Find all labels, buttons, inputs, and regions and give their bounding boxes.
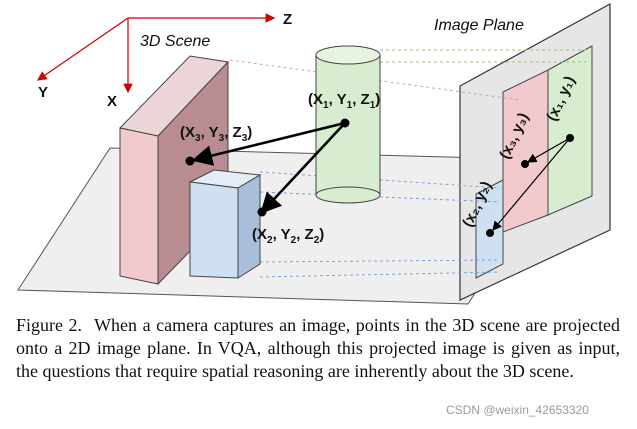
image-blue-region — [475, 179, 504, 279]
point-p2 — [257, 207, 267, 217]
coordinate-axes: Z X Y — [37, 11, 292, 110]
arrow-p1-to-p3 — [191, 121, 346, 166]
caption-label: Figure 2. — [16, 315, 83, 335]
point-p1 — [340, 118, 350, 128]
blue-box — [188, 169, 262, 279]
figure-caption: Figure 2.When a camera captures an image… — [16, 314, 620, 383]
arrow-p1-to-p2 — [260, 122, 346, 214]
image-plane-label: Image Plane — [434, 17, 524, 34]
image-point-q1 — [566, 134, 574, 142]
image-point-q2 — [486, 229, 494, 237]
axis-z-label: Z — [283, 11, 292, 28]
arrow-q1-to-q3 — [526, 137, 571, 163]
axis-x-label: X — [107, 93, 117, 110]
scene-diagram: Z X Y 3D Scene Image Plane (X1, Y1, Z1) … — [17, 2, 611, 305]
image-green-region — [547, 45, 593, 216]
axis-y-label: Y — [38, 84, 48, 101]
arrow-q1-to-q2 — [492, 137, 571, 231]
point-p2-label: (X2, Y2, Z2) — [252, 226, 324, 246]
image-point-q3 — [521, 160, 529, 168]
point-p3-label: (X3, Y3, Z3) — [180, 124, 252, 144]
watermark: CSDN @weixin_42653320 — [446, 403, 589, 417]
point-p1-label: (X1, Y1, Z1) — [308, 91, 380, 111]
scene-label: 3D Scene — [140, 33, 210, 50]
caption-text: When a camera captures an image, points … — [16, 315, 621, 381]
point-p3 — [185, 156, 195, 166]
